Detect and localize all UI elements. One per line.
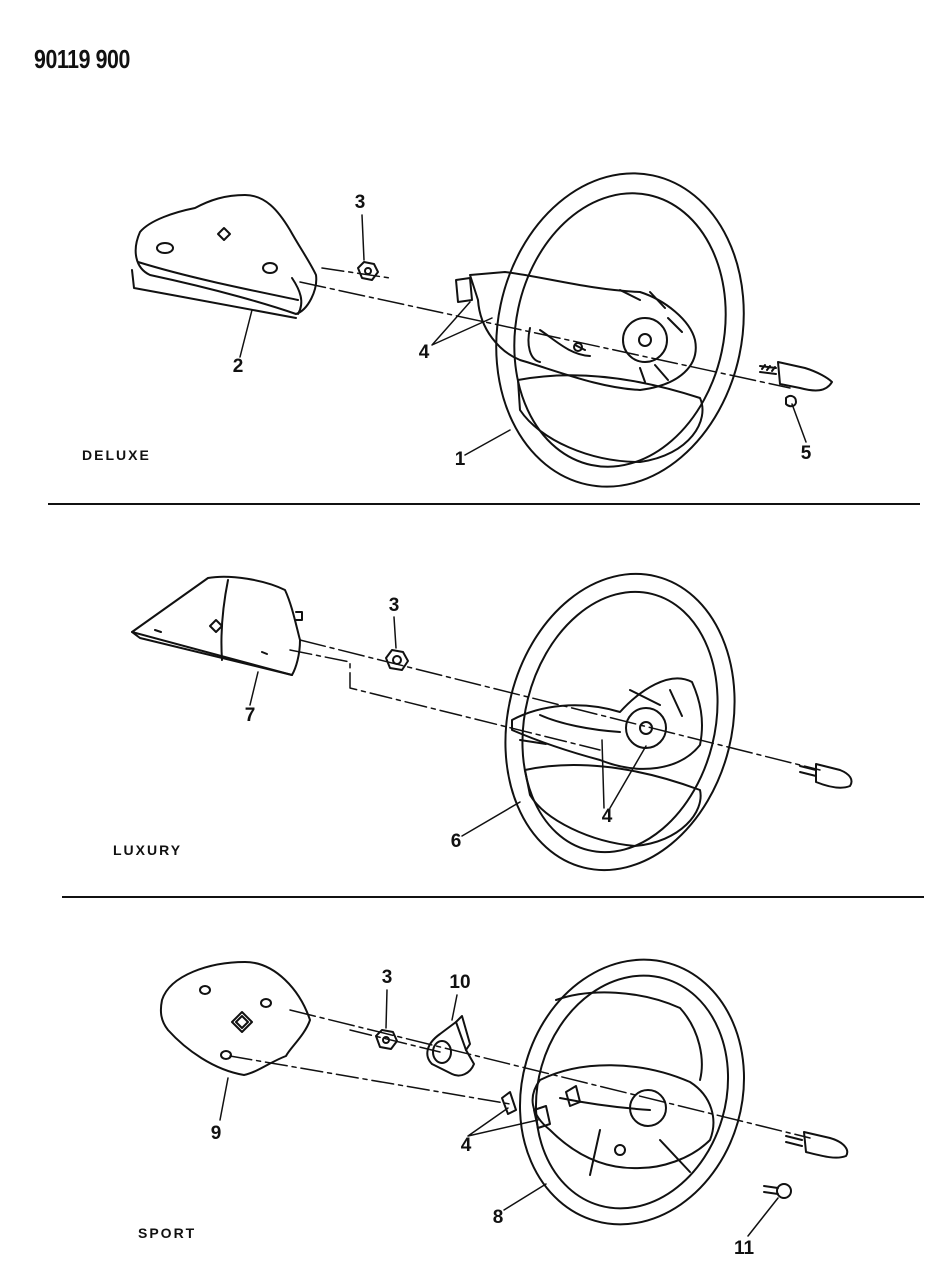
- luxury-assembly: [132, 549, 852, 894]
- callout-deluxe-2: 2: [232, 356, 244, 377]
- callout-deluxe-1: 1: [454, 449, 466, 470]
- sport-screw-upper: [786, 1132, 847, 1158]
- deluxe-horn-pad: [132, 195, 316, 318]
- callout-sport-10: 10: [449, 972, 471, 993]
- pentastar-emblem-icon: [210, 620, 222, 632]
- callout-deluxe-5: 5: [800, 443, 812, 464]
- deluxe-steering-wheel: [456, 150, 772, 510]
- deluxe-centerline: [300, 282, 790, 388]
- callout-sport-11: 11: [733, 1238, 755, 1259]
- deluxe-assembly: [132, 150, 832, 510]
- section-label-deluxe: DELUXE: [82, 447, 151, 463]
- callout-luxury-6: 6: [450, 831, 462, 852]
- sport-nut: [376, 1030, 397, 1049]
- luxury-centerline: [300, 640, 820, 770]
- document-id: 90119 900: [34, 44, 130, 74]
- sport-horn-pad: [161, 962, 310, 1075]
- pentastar-emblem-icon: [232, 1012, 252, 1032]
- deluxe-screw: [760, 362, 832, 406]
- callout-deluxe-4: 4: [418, 342, 430, 363]
- sport-centerline: [290, 1010, 810, 1138]
- deluxe-nut: [358, 262, 378, 280]
- luxury-horn-pad: [132, 577, 302, 675]
- callout-sport-8: 8: [492, 1207, 504, 1228]
- section-label-sport: SPORT: [138, 1225, 197, 1241]
- sport-screw-lower: [764, 1184, 791, 1198]
- luxury-nut: [386, 650, 408, 670]
- section-divider-2: [62, 896, 924, 898]
- callout-sport-4: 4: [460, 1135, 472, 1156]
- sport-assembly: [161, 933, 847, 1251]
- section-label-luxury: LUXURY: [113, 842, 183, 858]
- callout-deluxe-3: 3: [354, 192, 366, 213]
- callout-luxury-7: 7: [244, 705, 256, 726]
- section-divider-1: [48, 503, 920, 505]
- callout-luxury-3: 3: [388, 595, 400, 616]
- sport-steering-wheel: [489, 933, 774, 1251]
- luxury-screw: [800, 764, 852, 788]
- pentastar-emblem-icon: [218, 228, 230, 240]
- sport-cancel-cam: [427, 1016, 474, 1076]
- callout-sport-9: 9: [210, 1123, 222, 1144]
- callout-sport-3: 3: [381, 967, 393, 988]
- callout-luxury-4: 4: [601, 806, 613, 827]
- luxury-steering-wheel: [475, 549, 765, 894]
